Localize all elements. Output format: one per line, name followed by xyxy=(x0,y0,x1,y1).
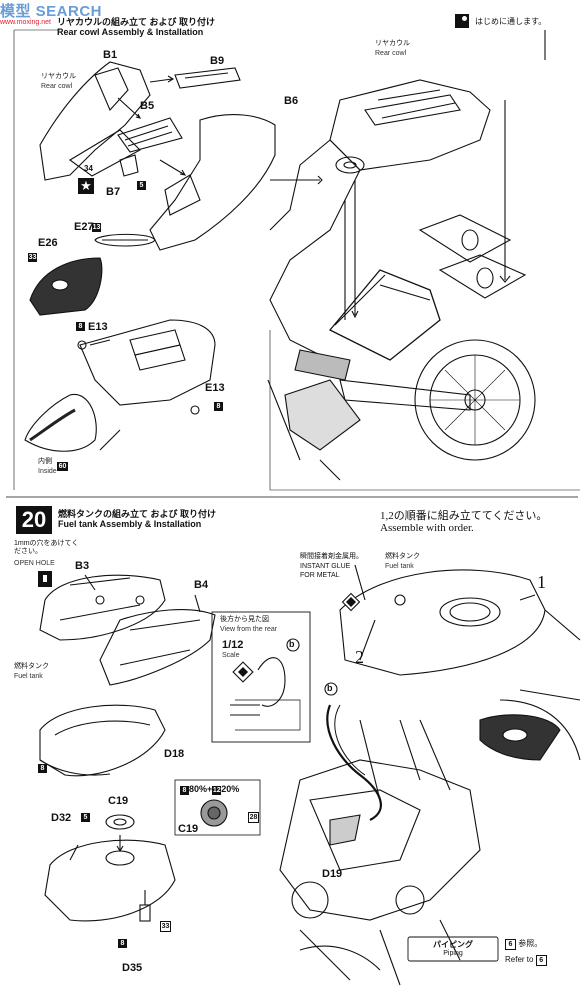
watermark-url: www.moxing.net xyxy=(0,19,51,26)
part-b7: B7 xyxy=(106,186,121,198)
glue-note-jp: 瞬間接着剤金属用。 xyxy=(300,553,363,560)
color-code-60: 60 xyxy=(57,462,68,471)
part-d35: D35 xyxy=(122,962,143,974)
open-hole-jp: 1mmの穴をあけてください。 xyxy=(14,540,79,555)
refer-note-jp: 6 参照。 xyxy=(505,938,542,950)
color-code-5-d32: 5 xyxy=(81,813,90,822)
piping-ref-box: パイピング Piping xyxy=(412,939,494,957)
color-code-28: 28 xyxy=(248,812,259,823)
fuel-tank-label-jp-b: 燃料タンク xyxy=(385,553,420,560)
step20-number: 20 xyxy=(16,506,52,534)
part-e27: E27 xyxy=(74,221,94,233)
part-c19-b: C19 xyxy=(178,823,199,835)
piping-label-en: Piping xyxy=(443,950,463,957)
color-code-8-d35: 8 xyxy=(118,939,127,948)
callout-b-main: b xyxy=(327,683,333,693)
color-code-13: 13 xyxy=(92,223,101,232)
part-b9: B9 xyxy=(210,55,225,67)
mix-plus: + xyxy=(207,784,213,794)
step20-title-en: Fuel tank Assembly & Installation xyxy=(58,519,202,529)
part-b4: B4 xyxy=(194,579,209,591)
part-e26: E26 xyxy=(38,237,58,249)
rear-view-en: View from the rear xyxy=(220,626,278,633)
open-hole-en: OPEN HOLE xyxy=(14,560,55,567)
rear-cowl-label-en: Rear cowl xyxy=(41,83,73,90)
part-e13-b: E13 xyxy=(205,382,225,394)
ref-code-6-a: 6 xyxy=(505,939,516,950)
mix-code-8: 8 xyxy=(180,786,189,795)
drill-icon xyxy=(38,571,52,587)
color-code-33-b: 33 xyxy=(160,921,171,932)
step19-note-jp: はじめに通します。 xyxy=(475,17,547,26)
step19-title-en: Rear cowl Assembly & Installation xyxy=(57,27,204,37)
color-code-8-d18: 8 xyxy=(38,764,47,773)
color-code-5: 5 xyxy=(137,181,146,190)
color-code-8a: 8 xyxy=(76,322,85,331)
part-d19: D19 xyxy=(322,868,343,880)
part-b5: B5 xyxy=(140,100,155,112)
scale-label: Scale xyxy=(222,652,240,659)
fuel-tank-label-jp: 燃料タンク xyxy=(14,663,49,670)
mix-percent-2: 20% xyxy=(221,784,240,794)
rear-cowl-label-jp: リヤカウル xyxy=(41,73,76,80)
fuel-tank-label-en: Fuel tank xyxy=(14,673,43,680)
inside-label-jp: 内側 xyxy=(38,458,52,465)
glue-note-en-1: INSTANT GLUE xyxy=(300,563,351,570)
part-d32: D32 xyxy=(51,812,72,824)
piping-label-jp: パイピング xyxy=(433,940,473,949)
part-d18: D18 xyxy=(164,748,185,760)
order-marker-2: 2 xyxy=(355,647,364,667)
rear-view-jp: 後方から見た図 xyxy=(220,616,269,623)
order-note-jp: 1,2の順番に組み立ててください。 xyxy=(380,510,548,522)
part-b1: B1 xyxy=(103,49,118,61)
order-marker-1: 1 xyxy=(537,572,546,592)
pass-first-icon xyxy=(455,14,469,28)
fuel-tank-label-en-b: Fuel tank xyxy=(385,563,414,570)
glue-note-en-2: FOR METAL xyxy=(300,572,340,579)
mix-percent-1: 80% xyxy=(189,784,208,794)
step20-title-jp: 燃料タンクの組み立て および 取り付け xyxy=(58,509,217,519)
scale-value: 1/12 xyxy=(222,639,244,651)
part-c19-a: C19 xyxy=(108,795,129,807)
callout-b-inset: b xyxy=(289,639,295,649)
color-code-34: 34 xyxy=(84,164,93,173)
order-note-en: Assemble with order. xyxy=(380,522,474,534)
refer-text-jp: 参照。 xyxy=(518,939,543,948)
rear-cowl-label-jp-b: リヤカウル xyxy=(375,40,410,47)
rear-cowl-label-en-b: Rear cowl xyxy=(375,50,407,57)
color-code-33: 33 xyxy=(28,253,37,262)
refer-note-en: Refer to 6 xyxy=(505,955,547,966)
watermark: 模型 SEARCH www.moxing.net xyxy=(0,0,118,30)
star-icon: ★ xyxy=(78,178,94,194)
watermark-logo: 模型 SEARCH xyxy=(0,3,103,20)
color-code-8b: 8 xyxy=(214,402,223,411)
step19-title-jp: リヤカウルの組み立て および 取り付け xyxy=(57,17,216,27)
part-e13-a: E13 xyxy=(88,321,108,333)
part-b6: B6 xyxy=(284,95,299,107)
mix-code-12: 12 xyxy=(212,786,222,795)
refer-text-en: Refer to xyxy=(505,955,534,964)
part-b3: B3 xyxy=(75,560,90,572)
ref-code-6-b: 6 xyxy=(535,955,547,966)
inside-label-en: Inside xyxy=(38,468,57,475)
